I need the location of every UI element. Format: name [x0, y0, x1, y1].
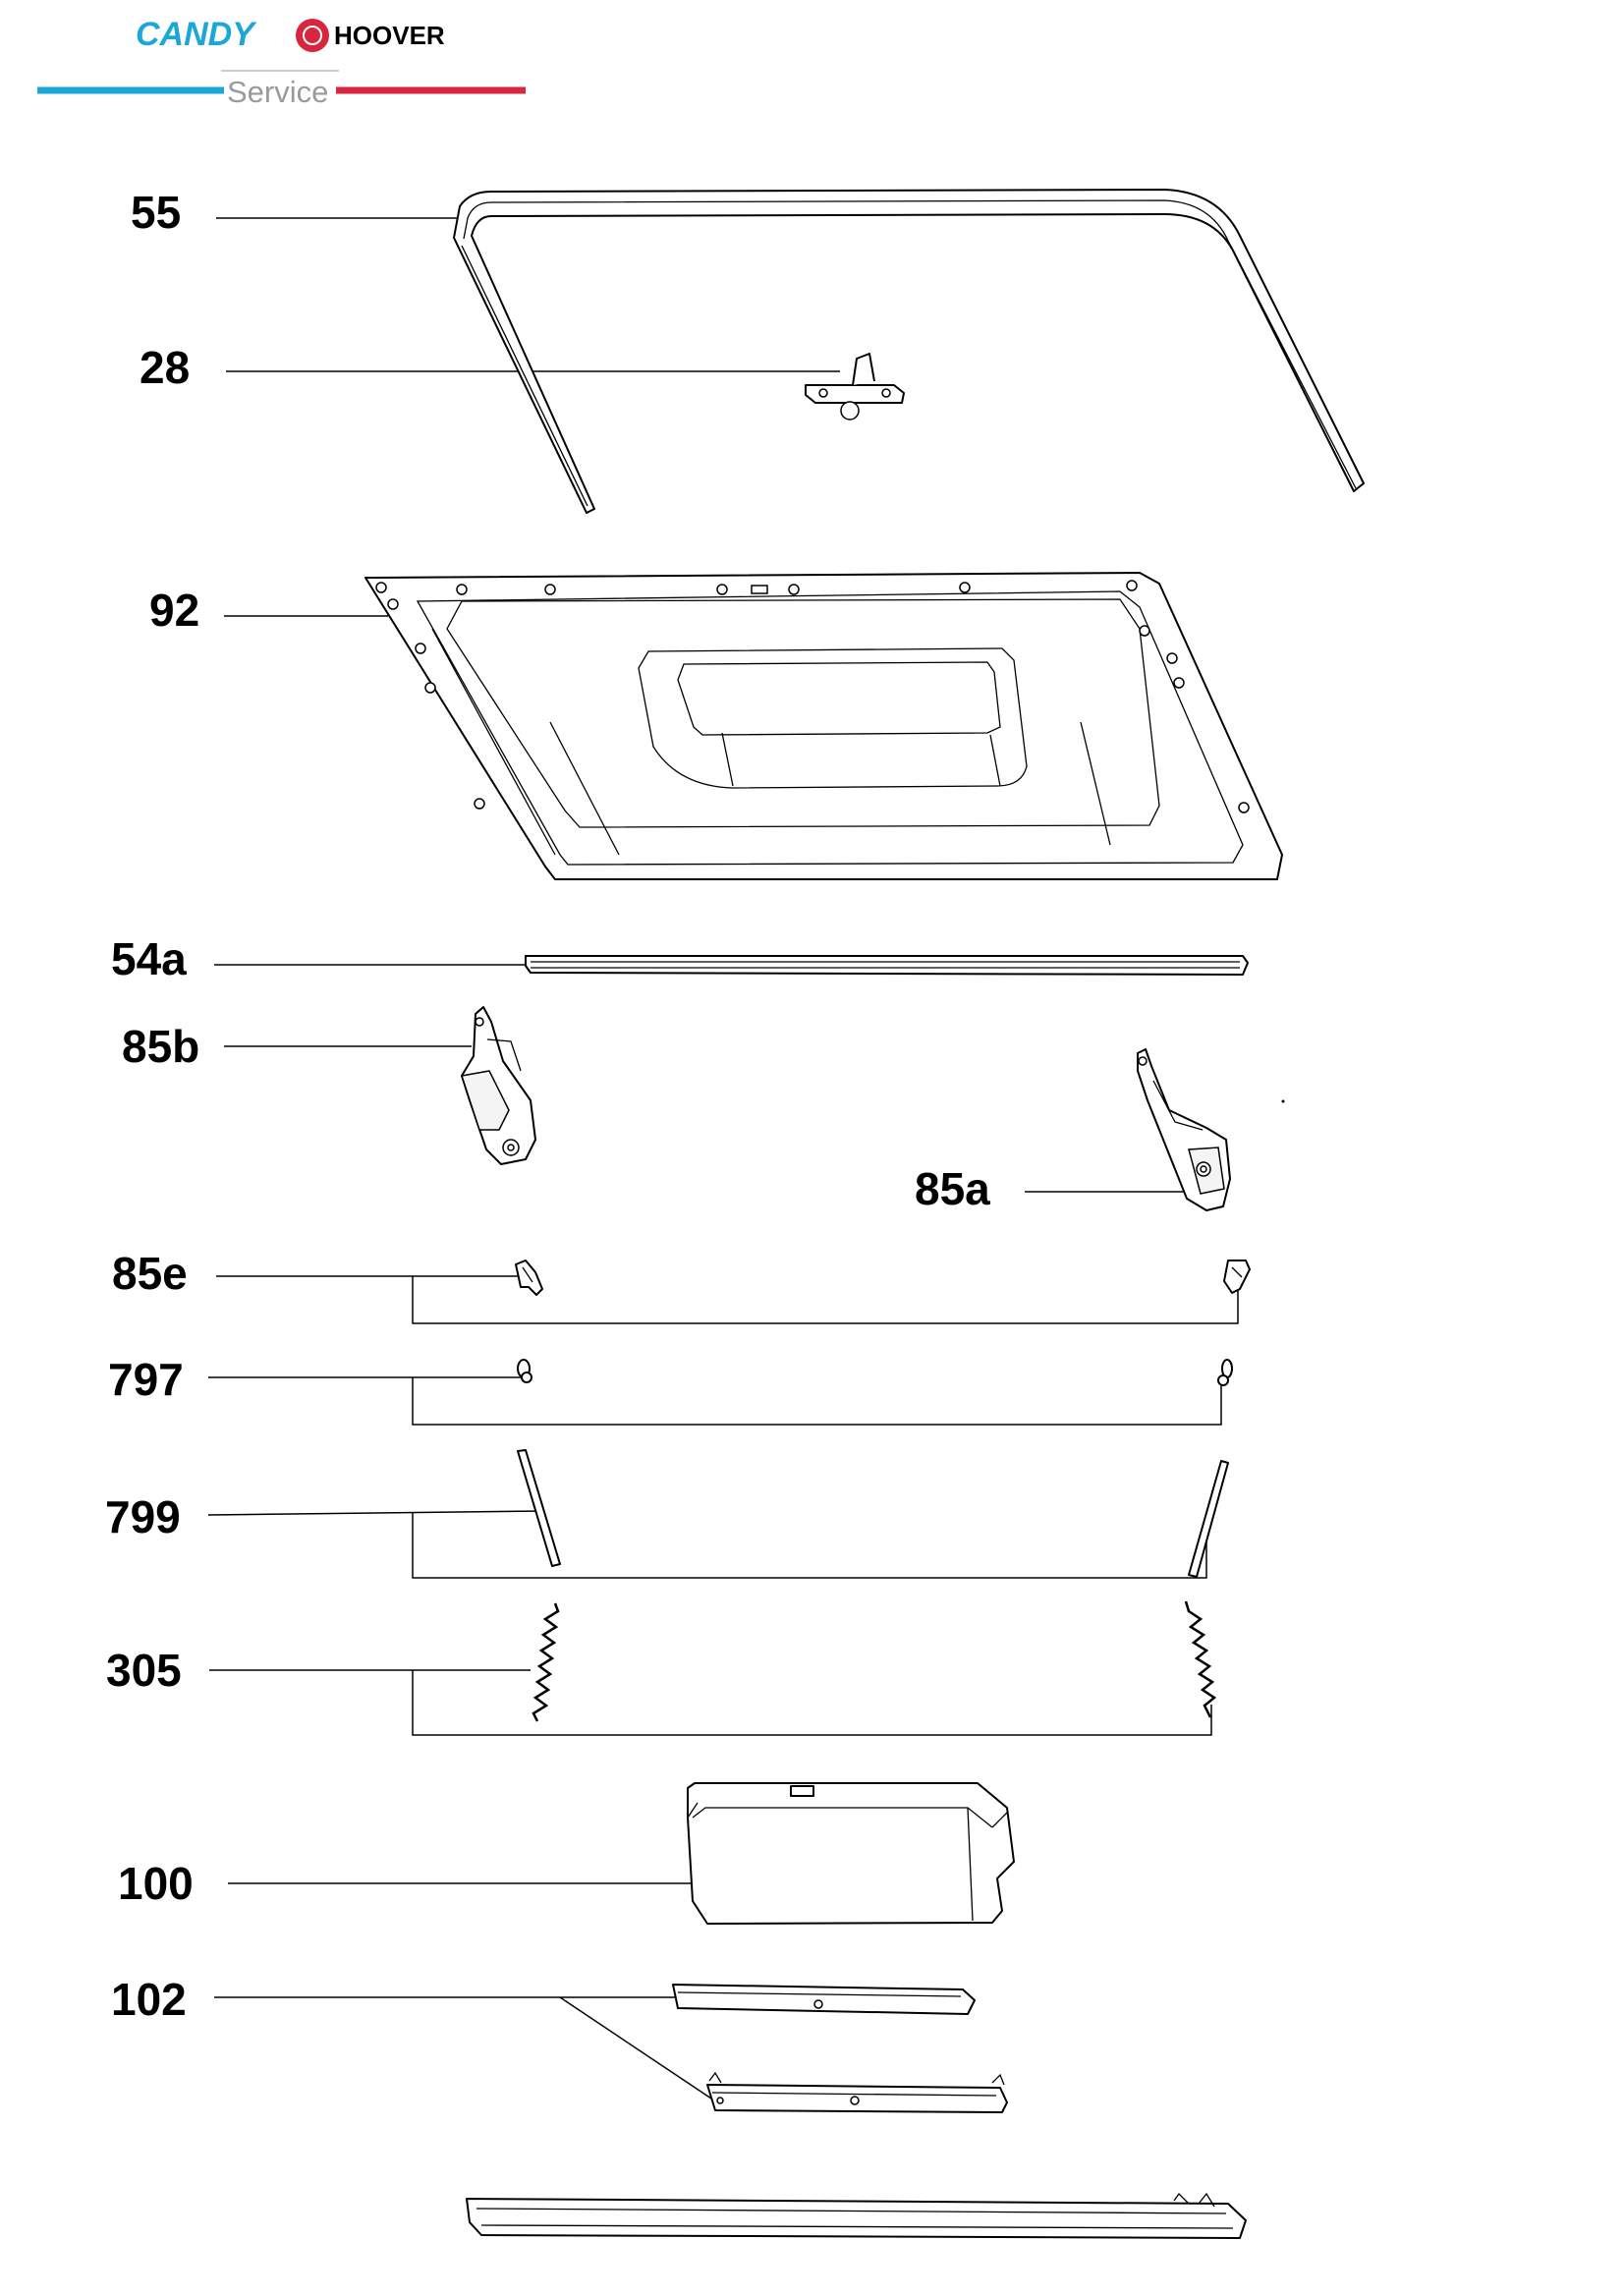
leader-102-lower [559, 1996, 718, 2103]
service-label: Service [227, 75, 328, 109]
part-label-305: 305 [106, 1645, 182, 1696]
part-label-85b: 85b [122, 1021, 199, 1072]
part-305-springs [532, 1600, 1217, 1722]
part-797-rings [517, 1359, 1233, 1386]
leader-799-bracket [412, 1513, 1207, 1579]
candy-logo-text: CANDY [136, 16, 257, 53]
leader-lines [207, 217, 1239, 2103]
hoover-logo-text: HOOVER [334, 21, 445, 50]
part-102-brackets [672, 1984, 1008, 2113]
hoover-emblem-ring [303, 26, 322, 45]
bottom-rail [466, 2192, 1247, 2239]
part-label-55: 55 [131, 187, 181, 238]
part-92-inner-panel [364, 572, 1283, 880]
part-799-rods [517, 1449, 1229, 1578]
part-label-85e: 85e [112, 1248, 188, 1299]
part-label-799: 799 [105, 1491, 181, 1542]
brand-logo: CANDY HOOVER Service [37, 16, 526, 109]
part-28-lock-hook [805, 353, 905, 420]
part-label-100: 100 [118, 1858, 194, 1909]
leader-797-bracket [412, 1377, 1222, 1426]
part-85e-hinge-clips [515, 1260, 1251, 1296]
leader-305-bracket [412, 1670, 1212, 1736]
leader-799 [207, 1510, 544, 1516]
part-85b-left-hinge [461, 1006, 536, 1165]
part-label-797: 797 [108, 1354, 184, 1405]
part-label-92: 92 [149, 585, 199, 636]
part-55-door-seal [453, 189, 1365, 514]
part-label-85a: 85a [915, 1163, 990, 1214]
hoover-emblem-icon [296, 19, 329, 52]
part-label-102: 102 [111, 1974, 187, 2025]
part-85a-right-hinge [1137, 1048, 1285, 1211]
part-100-dispenser-box [687, 1782, 1015, 1925]
leader-85e-bracket [412, 1276, 1239, 1324]
part-label-54a: 54a [111, 933, 187, 984]
part-label-28: 28 [140, 342, 190, 393]
part-54a-lower-seal [525, 955, 1249, 976]
